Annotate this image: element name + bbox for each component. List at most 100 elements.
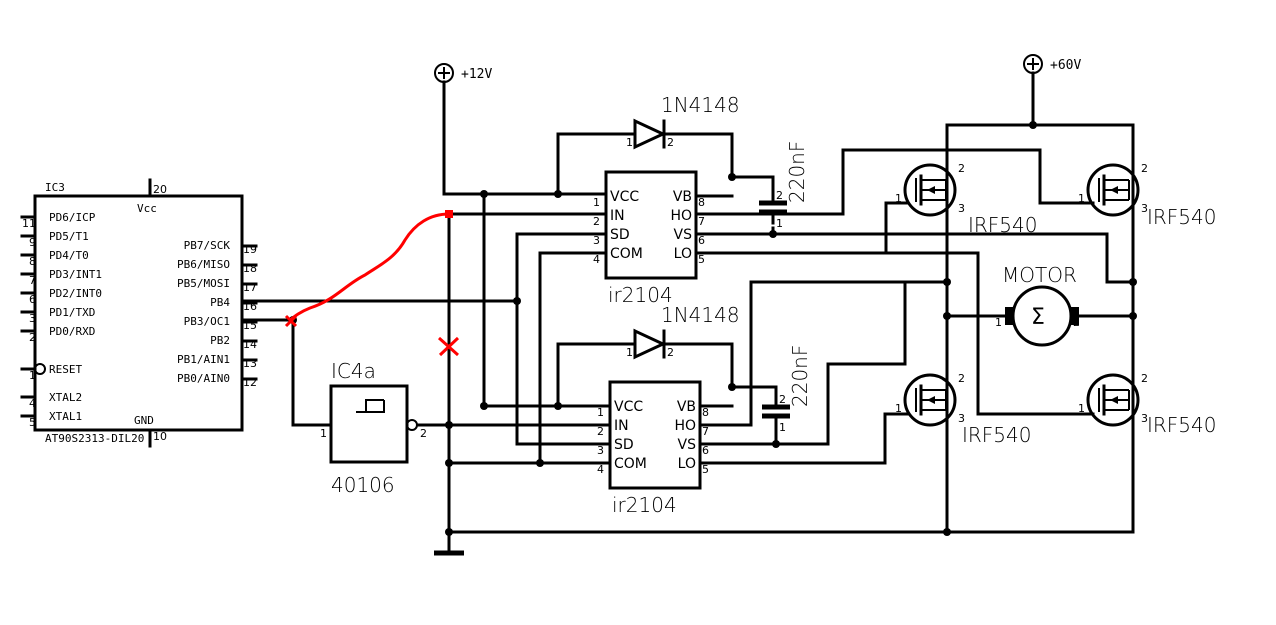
mcu-pin-num: 5 (29, 416, 36, 429)
cap-value-label: 220nF (785, 141, 809, 203)
motor-pin-b: 2 (1073, 316, 1080, 329)
driver-pin-num: 3 (597, 444, 604, 457)
mcu-pin-num: 19 (243, 243, 257, 256)
mcu-pin-num: 12 (243, 376, 257, 389)
mcu-pin-label: PD0/RXD (49, 325, 95, 338)
mcu-pin-num: 15 (243, 319, 257, 332)
driver-pin-num: 6 (698, 234, 705, 247)
mosfet-arrow (927, 396, 935, 404)
driver-pin-num: 2 (597, 425, 604, 438)
cap-value-label: 220nF (788, 345, 812, 407)
mcu-pin-label: PB6/MISO (177, 258, 230, 271)
driver-pin-label: SD (614, 437, 634, 453)
mosfet-arrow (927, 186, 935, 194)
mcu-pin-label: PB4 (210, 296, 230, 309)
mosfet-pin-g: 1 (895, 402, 902, 415)
mcu-pin-label: PD3/INT1 (49, 268, 102, 281)
mcu-body (33, 194, 244, 432)
mcu-pin-label: PD1/TXD (49, 306, 95, 319)
cap-pin-a: 2 (776, 189, 783, 202)
driver-pin-num: 7 (702, 425, 709, 438)
capacitor-220nf-upper: 2 1 220nF (759, 141, 809, 230)
driver-pin-num: 3 (593, 234, 600, 247)
driver-pin-label: VB (673, 189, 692, 205)
wires (240, 71, 1135, 534)
mcu-pin-num: 11 (22, 217, 36, 230)
motor-label: MOTOR (1002, 263, 1077, 287)
mcu-pin-num: 17 (243, 281, 257, 294)
driver-pin-num: 1 (597, 406, 604, 419)
mosfet-pin-d: 2 (1141, 372, 1148, 385)
diode-1n4148-upper: 1 2 1N4148 (626, 93, 740, 150)
mosfet-pin-s: 3 (1141, 412, 1148, 425)
mcu-pin-num: 9 (29, 236, 36, 249)
mcu-vcc-pin: 20 (153, 183, 167, 196)
mosfet-pin-g: 1 (1078, 402, 1085, 415)
mcu-pin-label: PB1/AIN1 (177, 353, 230, 366)
mcu-pin-num: 2 (29, 331, 36, 344)
diode-part-label: 1N4148 (661, 93, 740, 117)
driver-pin-label: VS (678, 437, 697, 453)
mcu-gnd-pin: 10 (153, 430, 167, 443)
inverter-pin-out: 2 (420, 427, 427, 440)
mcu-ref: IC3 (45, 181, 65, 194)
inverter-part: 40106 (331, 473, 395, 497)
driver-pin-label: LO (674, 246, 692, 262)
mosfet-part-label: IRF540 (1147, 205, 1216, 229)
mosfet-pin-g: 1 (895, 192, 902, 205)
mcu-pin-label: PB3/OC1 (184, 315, 230, 328)
driver-pin-label: VCC (614, 399, 643, 415)
mosfet-pin-d: 2 (958, 372, 965, 385)
mosfet-part-label: IRF540 (1147, 413, 1216, 437)
red-annotation (284, 210, 460, 357)
mcu-pin-label: PB0/AIN0 (177, 372, 230, 385)
driver-pin-label: IN (610, 208, 625, 224)
mcu-pin-num: 6 (29, 293, 36, 306)
mosfet-arrow (1110, 186, 1118, 194)
motor: Σ MOTOR 1 2 (995, 263, 1080, 347)
reset-bubble (34, 363, 46, 375)
mosfet-body (1086, 163, 1140, 217)
mcu-pin-num: 4 (29, 397, 36, 410)
motor-pin-a: 1 (995, 316, 1002, 329)
mcu-gnd-label: GND (134, 414, 154, 427)
cap-pin-b: 1 (776, 217, 783, 230)
driver-body (604, 170, 698, 280)
power-60v: +60V (1023, 54, 1081, 74)
mosfet-pin-s: 3 (958, 412, 965, 425)
driver-pin-label: HO (674, 418, 696, 434)
red-wire-end-bottom (284, 314, 298, 328)
cap-pin-b: 1 (779, 421, 786, 434)
mcu-pin-label: PD2/INT0 (49, 287, 102, 300)
driver-pin-num: 4 (593, 253, 600, 266)
mcu-pin-label: XTAL1 (49, 410, 82, 423)
mcu-pin-label: RESET (49, 363, 82, 376)
driver-pin-num: 2 (593, 215, 600, 228)
mosfet-body (1086, 373, 1140, 427)
mcu-pin-num: 18 (243, 262, 257, 275)
driver-pin-label: VCC (610, 189, 639, 205)
mcu-part: AT90S2313-DIL20 (45, 432, 144, 445)
mcu-pin-num: 1 (29, 369, 36, 382)
red-wire-end-top (445, 210, 453, 218)
driver-pin-num: 4 (597, 463, 604, 476)
mcu-pin-num: 14 (243, 338, 257, 351)
inverter-ref: IC4a (331, 359, 376, 383)
driver-pin-num: 7 (698, 215, 705, 228)
driver-pin-label: HO (670, 208, 692, 224)
driver-pin-label: VB (677, 399, 696, 415)
mosfet-arrow (1110, 396, 1118, 404)
driver-pin-label: SD (610, 227, 630, 243)
diode-pin-a: 1 (626, 136, 633, 149)
driver-pin-num: 8 (702, 406, 709, 419)
diode-pin-k: 2 (667, 136, 674, 149)
diode-part-label: 1N4148 (661, 303, 740, 327)
inverter-pin-in: 1 (320, 427, 327, 440)
